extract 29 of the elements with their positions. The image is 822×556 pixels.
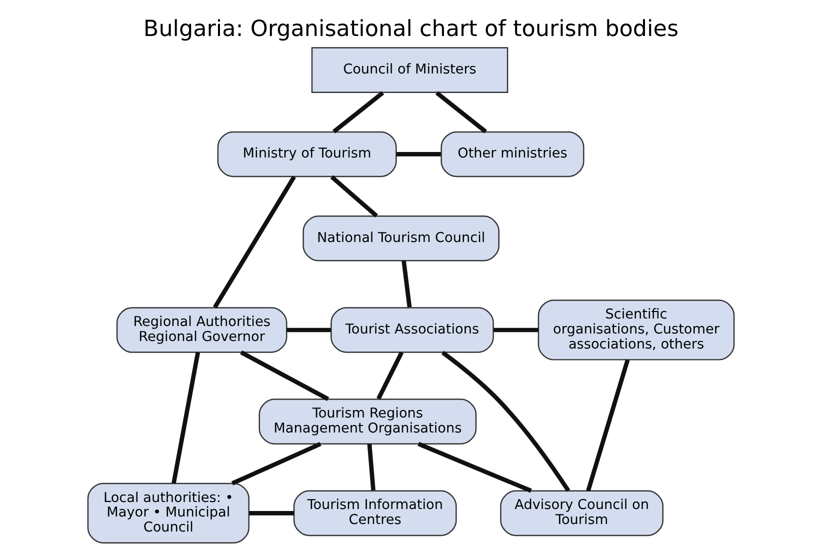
- node-box: Local authorities: • Mayor • Municipal Council: [87, 482, 250, 544]
- connector: [330, 175, 378, 218]
- connector: [402, 260, 412, 308]
- node-box: Other ministries: [440, 131, 584, 178]
- node-box: Scientific organisations, Customer associations, others: [538, 300, 735, 360]
- connector: [286, 328, 331, 332]
- connector: [249, 511, 294, 516]
- node-box: Tourist Associations: [330, 307, 494, 353]
- node-box: National Tourism Council: [302, 216, 500, 262]
- node-box: Tourism Information Centres: [293, 490, 457, 536]
- node-box: Advisory Council on Tourism: [500, 490, 664, 536]
- node-box: Regional Authorities Regional Governor: [116, 307, 288, 353]
- connector: [396, 152, 441, 156]
- connector: [494, 328, 538, 332]
- connector: [376, 351, 404, 400]
- connector: [240, 350, 330, 401]
- connector: [367, 444, 376, 491]
- connector: [231, 442, 322, 486]
- connector: [172, 352, 200, 484]
- node-box: Council of Ministers: [311, 47, 508, 93]
- node-box: Ministry of Tourism: [217, 131, 397, 178]
- connector: [441, 350, 570, 492]
- connector: [435, 91, 488, 134]
- connector: [332, 91, 384, 134]
- node-box: Tourism Regions Management Organisations: [258, 398, 477, 444]
- connector: [212, 176, 296, 308]
- connector: [586, 359, 630, 492]
- diagram-title: Bulgaria: Organisational chart of tourism bodies: [143, 16, 679, 42]
- connector: [418, 442, 532, 493]
